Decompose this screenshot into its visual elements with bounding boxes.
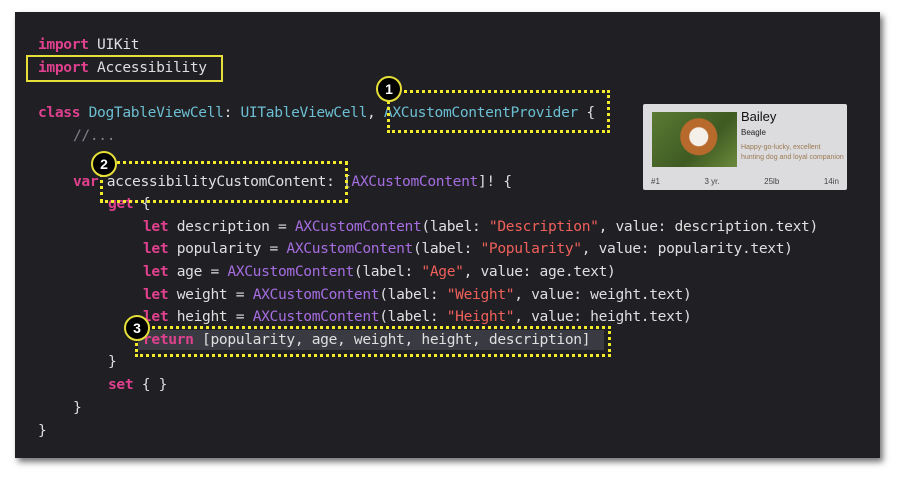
property-name: accessibilityCustomContent xyxy=(98,173,327,190)
code-text: , xyxy=(367,104,384,121)
stat-age: 3 yr. xyxy=(704,177,720,186)
code-line-11: let height = AXCustomContent(label: "Hei… xyxy=(143,306,692,328)
type-name: AXCustomContent xyxy=(351,173,478,190)
type-name: AXCustomContent xyxy=(294,218,422,235)
code-text: , value: height.text) xyxy=(514,308,692,325)
dog-cell-preview: Bailey Beagle Happy-go-lucky, excellent … xyxy=(643,104,847,190)
code-line-10: let weight = AXCustomContent(label: "Wei… xyxy=(143,284,692,306)
code-text: (label: xyxy=(421,218,489,235)
code-line-6: get { xyxy=(108,193,151,215)
keyword: return xyxy=(143,331,194,348)
keyword: class xyxy=(38,104,81,121)
code-text: weight = xyxy=(168,286,253,303)
dog-description: Happy-go-lucky, excellent hunting dog an… xyxy=(741,144,844,161)
dog-breed: Beagle xyxy=(741,128,766,137)
type-name: AXCustomContent xyxy=(252,286,380,303)
string-literal: "Age" xyxy=(421,263,464,280)
stat-popularity: #1 xyxy=(651,177,660,186)
code-line-4: //... xyxy=(73,127,116,144)
keyword: import xyxy=(38,36,89,53)
keyword: set xyxy=(108,376,134,393)
code-line-13: } xyxy=(108,353,117,370)
import-highlight-box xyxy=(26,55,223,82)
code-line-3: class DogTableViewCell: UITableViewCell,… xyxy=(38,102,595,124)
code-panel: import UIKit import Accessibility class … xyxy=(15,12,880,458)
code-text: (label: xyxy=(412,240,481,257)
code-text: (label: xyxy=(379,308,447,325)
stat-weight: 25lb xyxy=(764,177,780,186)
keyword: import xyxy=(38,59,89,76)
code-text: (label: xyxy=(353,263,422,280)
type-name: AXCustomContent xyxy=(286,240,413,257)
dog-name: Bailey xyxy=(741,109,777,124)
code-text: { xyxy=(133,195,151,212)
code-line-15: } xyxy=(73,399,82,416)
keyword: get xyxy=(108,195,134,212)
class-name: DogTableViewCell xyxy=(88,104,224,121)
callout-badge-1: 1 xyxy=(376,76,402,102)
callout-box-2 xyxy=(100,161,348,203)
callout-badge-2: 2 xyxy=(91,151,117,177)
code-text: { } xyxy=(133,376,168,393)
code-text: UIKit xyxy=(88,36,140,53)
type-name: AXCustomContent xyxy=(252,308,380,325)
code-text: description = xyxy=(168,218,295,235)
string-literal: "Weight" xyxy=(446,286,515,303)
code-line-9: let age = AXCustomContent(label: "Age", … xyxy=(143,261,616,283)
code-text: height = xyxy=(168,308,253,325)
callout-badge-3: 3 xyxy=(124,315,150,341)
type-name: AXCustomContent xyxy=(227,263,354,280)
code-text: Accessibility xyxy=(88,59,207,76)
code-text: { xyxy=(577,104,595,121)
return-line-highlight xyxy=(138,330,604,350)
code-line-14: set { } xyxy=(108,374,167,396)
keyword: let xyxy=(143,286,169,303)
code-line-2: import Accessibility xyxy=(38,57,207,79)
callout-box-1 xyxy=(387,90,610,133)
keyword: let xyxy=(143,218,169,235)
code-text: , value: age.text) xyxy=(463,263,616,280)
space xyxy=(80,104,88,121)
keyword: let xyxy=(143,240,169,257)
code-text: [popularity, age, weight, height, descri… xyxy=(193,331,591,348)
stat-height: 14in xyxy=(823,177,839,186)
protocol: AXCustomContentProvider xyxy=(383,104,578,121)
code-text: : xyxy=(223,104,241,121)
code-text: popularity = xyxy=(168,240,287,257)
code-text: , value: description.text) xyxy=(598,218,819,235)
code-line-8: let popularity = AXCustomContent(label: … xyxy=(143,238,793,260)
code-line-1: import UIKit xyxy=(38,34,140,56)
dog-stats: #1 3 yr. 25lb 14in xyxy=(651,177,839,186)
string-literal: "Height" xyxy=(446,308,515,325)
code-line-12: return [popularity, age, weight, height,… xyxy=(143,329,590,351)
code-text: ]! { xyxy=(477,173,512,190)
keyword: let xyxy=(143,263,169,280)
keyword: var xyxy=(73,173,99,190)
callout-box-3 xyxy=(135,326,611,357)
code-text: , value: weight.text) xyxy=(514,286,692,303)
dog-photo xyxy=(652,112,737,167)
string-literal: "Description" xyxy=(488,218,599,235)
code-text: , value: popularity.text) xyxy=(581,240,793,257)
code-line-16: } xyxy=(38,422,47,439)
string-literal: "Popularity" xyxy=(480,240,582,257)
code-line-7: let description = AXCustomContent(label:… xyxy=(143,216,818,238)
code-editor: import UIKit import Accessibility class … xyxy=(15,12,818,439)
code-text: (label: xyxy=(379,286,447,303)
code-text: age = xyxy=(168,263,228,280)
keyword: let xyxy=(143,308,169,325)
superclass: UITableViewCell xyxy=(240,104,368,121)
